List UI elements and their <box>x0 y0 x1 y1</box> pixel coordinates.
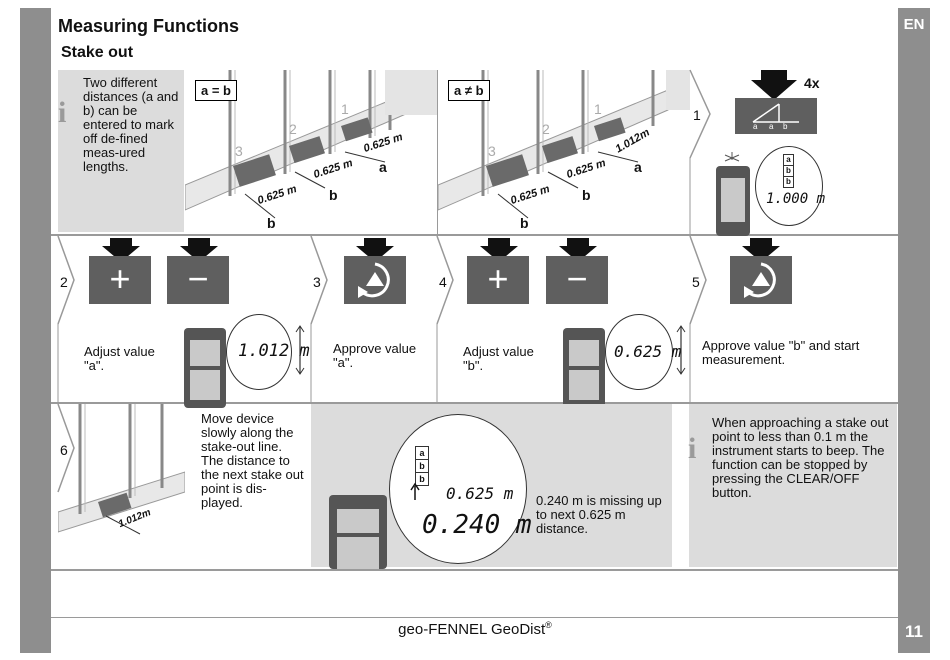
mark-a: a <box>419 448 425 458</box>
display-value: 0.625 m <box>614 342 682 361</box>
mark-b: b <box>416 459 428 472</box>
footer-divider <box>51 617 898 618</box>
step-number: 4 <box>439 274 447 290</box>
step-chevron <box>689 235 707 402</box>
mark-a: a <box>786 155 791 164</box>
row-divider <box>51 402 898 404</box>
plus-button[interactable]: + <box>467 256 529 304</box>
up-down-arrow-icon <box>295 325 305 375</box>
point-letter: b <box>582 187 591 203</box>
illustration-step6: 1.012m <box>58 404 185 567</box>
row-divider <box>51 569 898 571</box>
press-count: 4x <box>804 75 820 91</box>
mark-column: a b b <box>783 154 794 188</box>
press-arrow-icon <box>742 238 780 262</box>
measure-icon <box>358 262 390 298</box>
device-icon <box>329 495 387 569</box>
step-chevron <box>689 69 711 234</box>
point-letter: b <box>329 187 338 203</box>
press-arrow-icon <box>356 238 394 262</box>
step-chevron <box>436 235 454 402</box>
step-text: Approve value "b" and start measurement. <box>702 338 860 367</box>
illustration-a-equals-b: a = b 3 2 1 0.625 m 0.625 m 0.625 m b b … <box>185 70 437 232</box>
product-name: geo-FENNEL GeoDist <box>398 621 546 638</box>
measure-button[interactable] <box>344 256 406 304</box>
step-text: Adjust value "b". <box>463 344 534 373</box>
point-letter: b <box>267 215 276 231</box>
step-text: Adjust value "a". <box>84 344 155 373</box>
up-down-arrow-icon <box>676 325 686 375</box>
device-icon <box>563 328 605 408</box>
device-icon <box>184 328 226 408</box>
press-arrow-icon <box>559 238 597 262</box>
mark-b: b <box>784 165 793 176</box>
target-distance: 0.625 m <box>446 484 514 503</box>
step-number: 5 <box>692 274 700 290</box>
step-number: 1 <box>693 107 701 123</box>
label-a-not-equal-b: a ≠ b <box>448 80 490 101</box>
display-bubble <box>755 146 823 226</box>
minus-button[interactable]: − <box>546 256 608 304</box>
left-margin-bar <box>20 8 51 653</box>
up-arrow-icon <box>410 482 420 500</box>
intro-info-panel <box>58 70 184 232</box>
mark-b: b <box>784 176 793 187</box>
step-chevron <box>310 235 328 402</box>
plus-button[interactable]: + <box>89 256 151 304</box>
row-divider <box>51 234 898 236</box>
display-bubble <box>226 314 292 390</box>
segment-number: 3 <box>488 143 496 159</box>
page-title: Measuring Functions <box>58 16 240 36</box>
info-icon: i <box>688 432 697 465</box>
key-mark: a <box>753 122 758 131</box>
measure-button[interactable] <box>730 256 792 304</box>
stake-out-key[interactable]: a a b <box>735 98 817 134</box>
press-arrow-icon <box>102 238 140 262</box>
right-margin-bar <box>898 8 930 653</box>
section-title: Stake out <box>61 44 134 61</box>
segment-number: 1 <box>594 101 602 117</box>
segment-number: 3 <box>235 143 243 159</box>
step-chevron <box>57 235 75 402</box>
step-text: Approve value "a". <box>333 341 417 370</box>
segment-number: 1 <box>341 101 349 117</box>
display-bubble <box>605 314 673 390</box>
stake-out-icon <box>752 103 799 123</box>
device-icon <box>716 152 750 236</box>
page-number: 11 <box>905 622 923 641</box>
segment-number: 2 <box>542 121 550 137</box>
point-letter: b <box>520 215 529 231</box>
step-number: 3 <box>313 274 321 290</box>
remaining-distance: 0.240 m <box>422 510 532 540</box>
press-arrow-icon <box>180 238 218 262</box>
registered-mark: ® <box>545 620 552 630</box>
key-mark: a <box>769 122 774 131</box>
point-letter: a <box>634 159 642 175</box>
point-letter: a <box>379 159 387 175</box>
step-text: Move device slowly along the stake-out l… <box>201 411 304 510</box>
minus-button[interactable]: − <box>167 256 229 304</box>
column-divider <box>437 70 438 234</box>
info-panel <box>689 404 897 567</box>
measure-icon <box>744 262 776 298</box>
label-a-equals-b: a = b <box>195 80 237 101</box>
step-number: 2 <box>60 274 68 290</box>
footer-product: geo-FENNEL GeoDist® <box>0 620 950 638</box>
key-mark: b <box>783 122 788 131</box>
step-chevron <box>57 403 75 493</box>
language-tab: EN <box>903 16 925 33</box>
info-text: When approaching a stake out point to le… <box>712 415 889 500</box>
mark-column: a b b <box>415 446 429 486</box>
step-number: 6 <box>60 442 68 458</box>
display-value: 1.012 m <box>238 341 310 361</box>
illustration-a-not-equal-b: a ≠ b 3 2 1 0.625 m 0.625 m 1.012m b b a <box>438 70 690 232</box>
missing-text: 0.240 m is missing up to next 0.625 m di… <box>536 493 662 536</box>
press-arrow-icon <box>480 238 518 262</box>
intro-info-text: Two different distances (a and b) can be… <box>83 75 179 174</box>
mark-b: b <box>416 472 428 485</box>
display-value: 1.000 m <box>766 191 826 207</box>
press-arrow-icon <box>751 70 797 100</box>
segment-number: 2 <box>289 121 297 137</box>
info-icon: i <box>58 96 67 129</box>
